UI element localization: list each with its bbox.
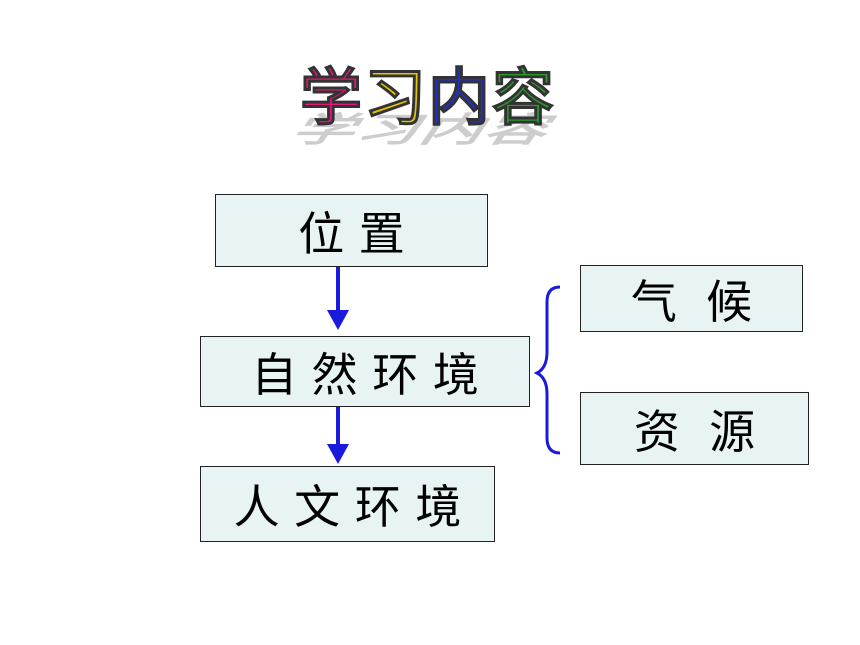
title-char-3: 内 [428, 61, 493, 135]
slide-title: 学习内容 学习内容 [284, 58, 590, 150]
node-resources: 资 源 [580, 392, 809, 465]
curly-brace [533, 285, 561, 455]
arrowhead-location-to-natural [327, 310, 349, 330]
title-char-2: 习 [364, 61, 429, 135]
title-text: 学习内容 [299, 58, 557, 138]
node-location: 位 置 [215, 194, 488, 267]
node-climate: 气 候 [580, 265, 803, 332]
arrowhead-natural-to-human [327, 444, 349, 464]
node-human-environment-label: 人 文 环 境 [233, 480, 462, 534]
title-char-4: 容 [492, 61, 557, 135]
title-char-1: 学 [299, 61, 365, 135]
node-human-environment: 人 文 环 境 [200, 466, 495, 542]
node-natural-environment-label: 自 然 环 境 [251, 347, 479, 402]
node-location-label: 位 置 [298, 206, 405, 261]
node-natural-environment: 自 然 环 境 [200, 336, 530, 407]
node-climate-label: 气 候 [630, 274, 753, 329]
node-resources-label: 资 源 [633, 404, 756, 459]
